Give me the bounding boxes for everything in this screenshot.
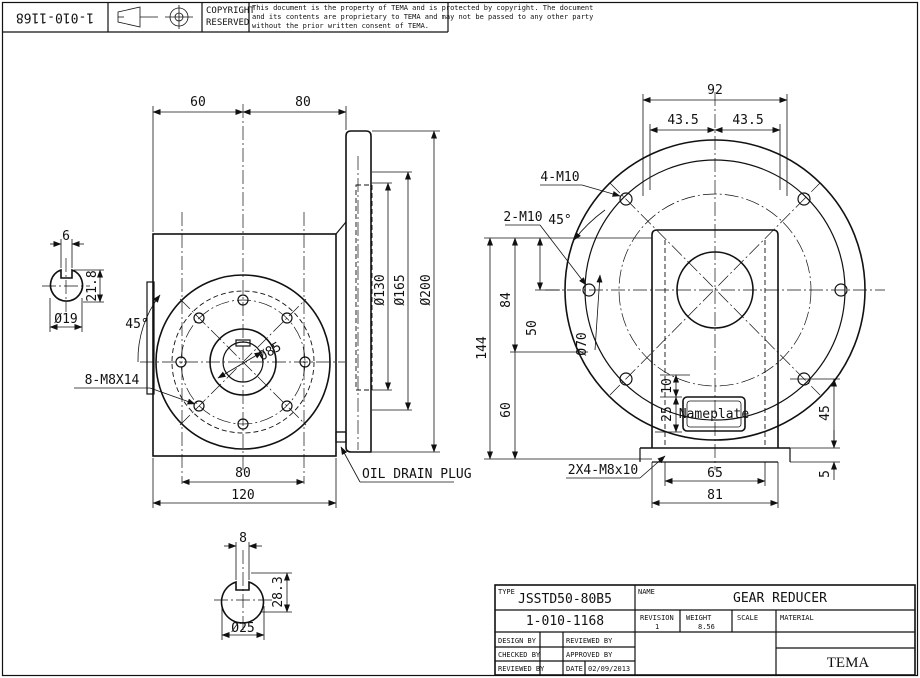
dim-d19-shaft: Ø19 — [54, 312, 77, 327]
reviewed-by-label-2: REVIEWED BY — [498, 665, 545, 673]
dim-d70: Ø70 — [575, 332, 590, 355]
revision-label: REVISION — [640, 614, 674, 622]
dim-144: 144 — [475, 336, 490, 360]
dim-21-8-shaft: 21.8 — [85, 270, 100, 301]
weight-label: WEIGHT — [686, 614, 712, 622]
type-label: TYPE — [498, 588, 515, 596]
dim-45-side: 45 — [818, 405, 833, 421]
front-view: 60 80 Ø130 Ø165 Ø200 Ø85 45° 8-M8X14 80 … — [74, 95, 472, 508]
dim-8-shaft: 8 — [239, 531, 247, 546]
drawing-number: 1-010-1168 — [526, 614, 604, 629]
scale-label: SCALE — [737, 614, 758, 622]
dim-6-shaft: 6 — [62, 229, 70, 244]
dim-120-front: 120 — [231, 488, 254, 503]
label-oil-drain-plug: OIL DRAIN PLUG — [362, 467, 472, 482]
label-2-m10: 2-M10 — [503, 210, 542, 225]
projection-symbol-icon — [117, 5, 193, 29]
dim-50: 50 — [525, 320, 540, 336]
dim-43-5-left: 43.5 — [667, 113, 698, 128]
label-8-m8x14: 8-M8X14 — [85, 373, 140, 388]
dim-d200: Ø200 — [419, 274, 434, 305]
dim-81: 81 — [707, 488, 723, 503]
dim-d165: Ø165 — [393, 274, 408, 305]
dim-28-3-shaft: 28.3 — [271, 576, 286, 607]
dim-65: 65 — [707, 466, 723, 481]
dim-80-front-bottom: 80 — [235, 466, 251, 481]
reviewed-by-label-1: REVIEWED BY — [566, 637, 613, 645]
shaft-detail-top: 6 21.8 Ø19 — [42, 229, 104, 332]
design-by-label: DESIGN BY — [498, 637, 537, 645]
date-value: 02/09/2013 — [588, 665, 630, 673]
label-2x4-m8x10: 2X4-M8x10 — [568, 463, 638, 478]
side-view: Nameplate 92 43.5 43.5 4-M10 2-M10 4 — [475, 83, 885, 508]
dim-d130: Ø130 — [373, 274, 388, 305]
dim-d25-shaft: Ø25 — [231, 621, 254, 636]
header-block: 1-010-1168 COPYRIGHT RESERVED This docum… — [2, 2, 593, 33]
label-4-m10: 4-M10 — [540, 170, 579, 185]
revision-value: 1 — [655, 623, 659, 631]
dim-10-side: 10 — [660, 378, 675, 394]
dim-60-front: 60 — [190, 95, 206, 110]
dim-43-5-right: 43.5 — [732, 113, 763, 128]
dim-25-side: 25 — [660, 406, 675, 422]
notice-line-3: without the prior written consent of TEM… — [252, 22, 429, 30]
name-value: GEAR REDUCER — [733, 591, 827, 606]
company-name: TEMA — [827, 655, 870, 671]
dim-60-side: 60 — [499, 402, 514, 418]
dim-80-front-top: 80 — [295, 95, 311, 110]
notice-line-2: and its contents are proprietary to TEMA… — [252, 13, 593, 21]
date-label: DATE — [566, 665, 583, 673]
dim-d85: Ø85 — [256, 340, 284, 365]
weight-value: 8.56 — [698, 623, 715, 631]
copyright-line-2: RESERVED — [206, 18, 249, 28]
angle-45-front: 45° — [125, 317, 148, 332]
checked-by-label: CHECKED BY — [498, 651, 541, 659]
title-block: TYPE JSSTD50-80B5 NAME GEAR REDUCER 1-01… — [494, 584, 916, 676]
material-label: MATERIAL — [780, 614, 814, 622]
dim-84: 84 — [499, 292, 514, 308]
dim-5-side: 5 — [818, 470, 833, 478]
angle-45-side: 45° — [548, 213, 571, 228]
header-rotated-number: 1-010-1168 — [16, 10, 94, 25]
type-value: JSSTD50-80B5 — [518, 592, 612, 607]
dim-92: 92 — [707, 83, 723, 98]
name-label: NAME — [638, 588, 655, 596]
nameplate-label: Nameplate — [679, 407, 750, 422]
notice-line-1: This document is the property of TEMA an… — [252, 4, 593, 12]
copyright-line-1: COPYRIGHT — [206, 6, 255, 16]
shaft-detail-bottom: 8 28.3 Ø25 — [214, 531, 292, 640]
approved-by-label: APPROVED BY — [566, 651, 613, 659]
